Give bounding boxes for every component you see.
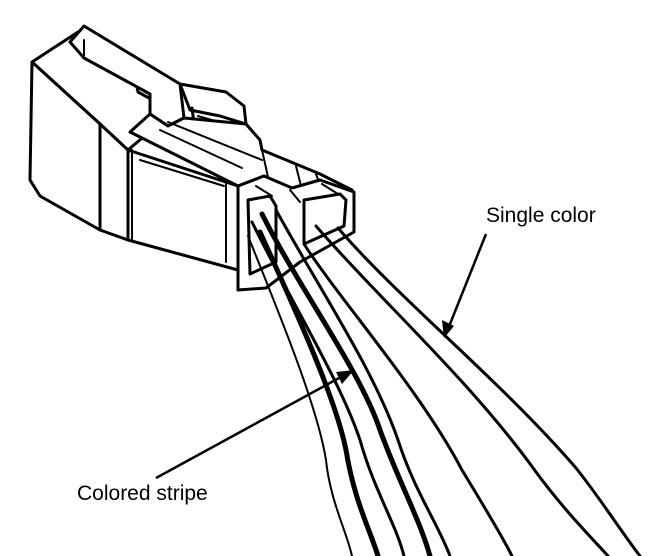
leader-lines	[155, 233, 488, 480]
connector-housing	[28, 24, 356, 292]
wire-bundle	[247, 208, 642, 556]
colored-stripe-label: Colored stripe	[77, 482, 208, 505]
arrowhead-single-color	[442, 320, 454, 338]
leader-line-colored-stripe	[155, 370, 351, 480]
single-color-label: Single color	[486, 204, 596, 227]
leader-line-single-color	[444, 233, 488, 335]
arrowhead-colored-stripe	[336, 370, 354, 384]
